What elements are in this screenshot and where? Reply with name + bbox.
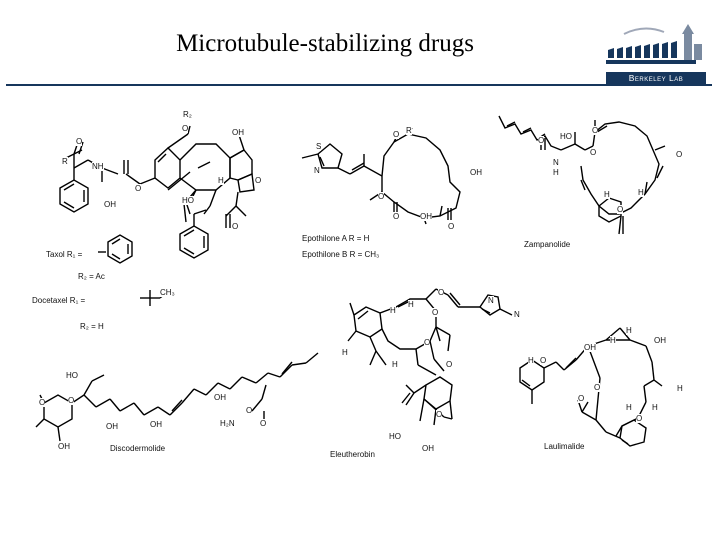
taxol-atom-o3: O: [255, 176, 262, 185]
zampanolide-atom-h2: H: [604, 190, 610, 199]
discodermolide-atom-o1: O: [39, 398, 46, 407]
epothilone-atom-o2: O: [378, 192, 385, 201]
eleutherobin-atom-h4: H: [392, 360, 398, 369]
epothilone-atom-s: S: [316, 142, 322, 151]
laulimalide-atom-o2: O: [594, 383, 601, 392]
discodermolide-atom-o4: O: [260, 419, 267, 428]
laulimalide-atom-o1: O: [540, 356, 547, 365]
eleutherobin-atom-o5: O: [436, 410, 443, 419]
epothilone-atom-o3: O: [393, 212, 400, 221]
eleutherobin-atom-oh: OH: [422, 444, 434, 453]
eleutherobin-atom-h2: H: [390, 306, 396, 315]
eleutherobin-atom-ho: HO: [389, 432, 401, 441]
zampanolide-atom-h1: H: [553, 168, 559, 177]
taxol-r1-label: Taxol R₁ =: [46, 250, 83, 259]
laulimalide-atom-h2: H: [610, 336, 616, 345]
discodermolide-structure: [35, 352, 319, 442]
laulimalide-atom-h6: H: [652, 403, 658, 412]
discodermolide-atom-o3: O: [246, 406, 253, 415]
taxol-atom-o1: O: [182, 124, 189, 133]
eleutherobin-structure: [347, 288, 513, 426]
epothilone-a-label: Epothilone A R = H: [302, 234, 370, 243]
eleutherobin-atom-n1: N: [488, 296, 494, 305]
logo-caption: Berkeley Lab: [606, 72, 706, 84]
eleutherobin-atom-o4: O: [446, 360, 453, 369]
zampanolide-atom-o1: O: [538, 136, 545, 145]
taxol-atom-o4: O: [135, 184, 142, 193]
discodermolide-atom-ho: HO: [66, 371, 78, 380]
taxol-atom-oh2: OH: [104, 200, 116, 209]
slide-title: Microtubule-stabilizing drugs: [176, 30, 474, 57]
taxol-atom-r2: R₂: [183, 110, 192, 119]
laulimalide-atom-h3: H: [528, 356, 534, 365]
docetaxel-r2-label: R₂ = H: [80, 322, 104, 331]
eleutherobin-atom-o3: O: [424, 338, 431, 347]
taxol-atom-nh: NH: [92, 162, 104, 171]
laulimalide-atom-o3: O: [578, 394, 585, 403]
taxol-atom-ho: HO: [182, 196, 194, 205]
eleutherobin-atom-h1: H: [408, 300, 414, 309]
epothilone-atom-n: N: [314, 166, 320, 175]
taxol-atom-oh1: OH: [232, 128, 244, 137]
taxol-atom-o2: O: [76, 137, 83, 146]
zampanolide-atom-ho: HO: [560, 132, 572, 141]
discodermolide-atom-oh4: OH: [214, 393, 226, 402]
laulimalide-atom-o4: O: [636, 414, 643, 423]
zampanolide-atom-h3: H: [638, 188, 644, 197]
discodermolide-atom-o2: O: [68, 396, 75, 405]
taxol-r2-label: R₂ = Ac: [78, 272, 105, 281]
epothilone-atom-oh2: OH: [420, 212, 432, 221]
taxol-atom-r: R: [62, 157, 68, 166]
zampanolide-atom-n: N: [553, 158, 559, 167]
taxol-atom-h: H: [218, 176, 224, 185]
zampanolide-atom-o3: O: [590, 148, 597, 157]
discodermolide-atom-oh3: OH: [150, 420, 162, 429]
laulimalide-atom-oh2: OH: [584, 343, 596, 352]
epothilone-structure: [301, 127, 461, 225]
laulimalide-structure: [519, 327, 663, 447]
laulimalide-name: Laulimalide: [544, 442, 585, 451]
eleutherobin-atom-n2: N: [514, 310, 520, 319]
laulimalide-atom-h5: H: [626, 403, 632, 412]
title-divider: [6, 84, 712, 86]
docetaxel-r1-label: Docetaxel R₁ =: [32, 296, 86, 305]
laulimalide-atom-h1: H: [626, 326, 632, 335]
epothilone-atom-o4: O: [448, 222, 455, 231]
zampanolide-structure: [498, 115, 666, 235]
eleutherobin-atom-o1: O: [438, 288, 445, 297]
eleutherobin-atom-o2: O: [432, 308, 439, 317]
laulimalide-atom-oh1: OH: [654, 336, 666, 345]
discodermolide-atom-h2n: H₂N: [220, 419, 235, 428]
taxol-atom-o5: O: [232, 222, 239, 231]
taxol-atom-ch3: CH₃: [160, 288, 175, 297]
discodermolide-name: Discodermolide: [110, 444, 166, 453]
eleutherobin-name: Eleutherobin: [330, 450, 375, 459]
epothilone-b-label: Epothilone B R = CH₃: [302, 250, 380, 259]
discodermolide-atom-oh2: OH: [106, 422, 118, 431]
laulimalide-atom-h4: H: [677, 384, 683, 393]
berkeley-lab-logo: [606, 24, 702, 64]
zampanolide-atom-o2: O: [592, 126, 599, 135]
eleutherobin-atom-h3: H: [342, 348, 348, 357]
zampanolide-atom-o4: O: [676, 150, 683, 159]
epothilone-atom-oh1: OH: [470, 168, 482, 177]
discodermolide-atom-oh1: OH: [58, 442, 70, 451]
zampanolide-name: Zampanolide: [524, 240, 571, 249]
epothilone-atom-o1: O: [393, 130, 400, 139]
epothilone-atom-r: R: [406, 126, 412, 135]
zampanolide-atom-o5: O: [617, 205, 624, 214]
